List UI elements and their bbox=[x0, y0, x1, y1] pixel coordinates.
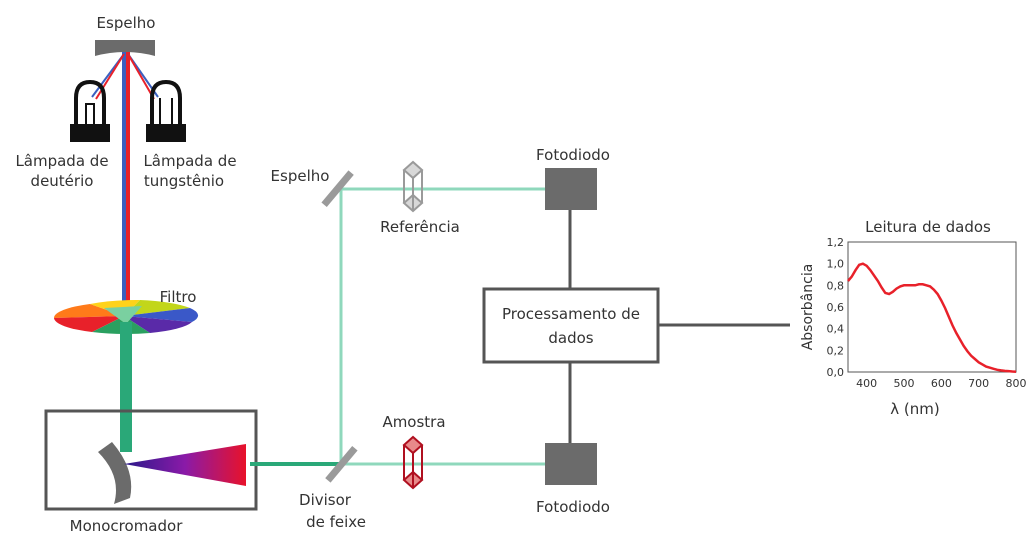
data-readout-chart: Leitura de dados 400 500 600 700 800 0,0 0,2 0,… bbox=[800, 218, 1027, 418]
deuterium-lamp-label-2: deutério bbox=[31, 172, 94, 190]
y-tick-label: 1,2 bbox=[827, 236, 845, 249]
absorbance-curve bbox=[847, 262, 1017, 373]
x-tick-label: 400 bbox=[856, 377, 877, 390]
y-tick-label: 0,0 bbox=[827, 366, 845, 379]
deuterium-lamp-label-1: Lâmpada de bbox=[15, 152, 108, 170]
processing-label-1: Processamento de bbox=[502, 305, 640, 323]
y-tick-label: 0,4 bbox=[827, 323, 845, 336]
tungsten-lamp-label-2: tungstênio bbox=[144, 172, 224, 190]
chart-ticks: 400 500 600 700 800 0,0 0,2 0,4 0,6 0,8 1,0 1,2 bbox=[827, 236, 1027, 390]
y-tick-label: 0,8 bbox=[827, 279, 845, 292]
chart-frame bbox=[847, 241, 1017, 373]
processing-box bbox=[482, 287, 660, 364]
dispersed-spectrum bbox=[124, 444, 246, 486]
y-tick-label: 0,2 bbox=[827, 344, 845, 357]
sample-cuvette bbox=[402, 435, 424, 490]
tungsten-lamp-label-1: Lâmpada de bbox=[143, 152, 236, 170]
chart-title: Leitura de dados bbox=[865, 218, 991, 236]
x-tick-label: 600 bbox=[931, 377, 952, 390]
reference-label: Referência bbox=[380, 218, 460, 236]
monochromator-grating bbox=[98, 442, 132, 504]
green-beam-vertical bbox=[120, 322, 132, 452]
lamp-ray-right-red bbox=[127, 53, 155, 100]
beam-splitter bbox=[325, 445, 358, 483]
y-tick-label: 1,0 bbox=[827, 258, 845, 271]
mirror-top-label: Espelho bbox=[97, 14, 156, 32]
tungsten-lamp-icon bbox=[146, 79, 186, 142]
lamp-ray-left-red bbox=[95, 53, 125, 100]
reference-cuvette bbox=[402, 160, 424, 213]
monochromator-box bbox=[44, 409, 258, 511]
side-mirror bbox=[321, 170, 354, 208]
photodiode-top bbox=[545, 168, 597, 210]
chart-xlabel: λ (nm) bbox=[890, 400, 939, 418]
top-mirror bbox=[95, 40, 155, 56]
sample-label: Amostra bbox=[382, 413, 445, 431]
beam-splitter-label-2: de feixe bbox=[306, 513, 366, 531]
deuterium-lamp-icon bbox=[70, 79, 110, 142]
monochromator-label: Monocromador bbox=[70, 517, 184, 535]
processing-label-2: dados bbox=[548, 329, 593, 347]
photodiode-bottom-label: Fotodiodo bbox=[536, 498, 610, 516]
filter-label: Filtro bbox=[160, 288, 197, 306]
photodiode-bottom bbox=[545, 443, 597, 485]
x-tick-label: 500 bbox=[894, 377, 915, 390]
filter-wheel bbox=[53, 299, 199, 334]
x-tick-label: 700 bbox=[968, 377, 989, 390]
side-mirror-label: Espelho bbox=[271, 167, 330, 185]
x-tick-label: 800 bbox=[1006, 377, 1027, 390]
beam-splitter-label-1: Divisor bbox=[299, 491, 352, 509]
photodiode-top-label: Fotodiodo bbox=[536, 146, 610, 164]
chart-ylabel: Absorbância bbox=[800, 264, 816, 351]
y-tick-label: 0,6 bbox=[827, 301, 845, 314]
